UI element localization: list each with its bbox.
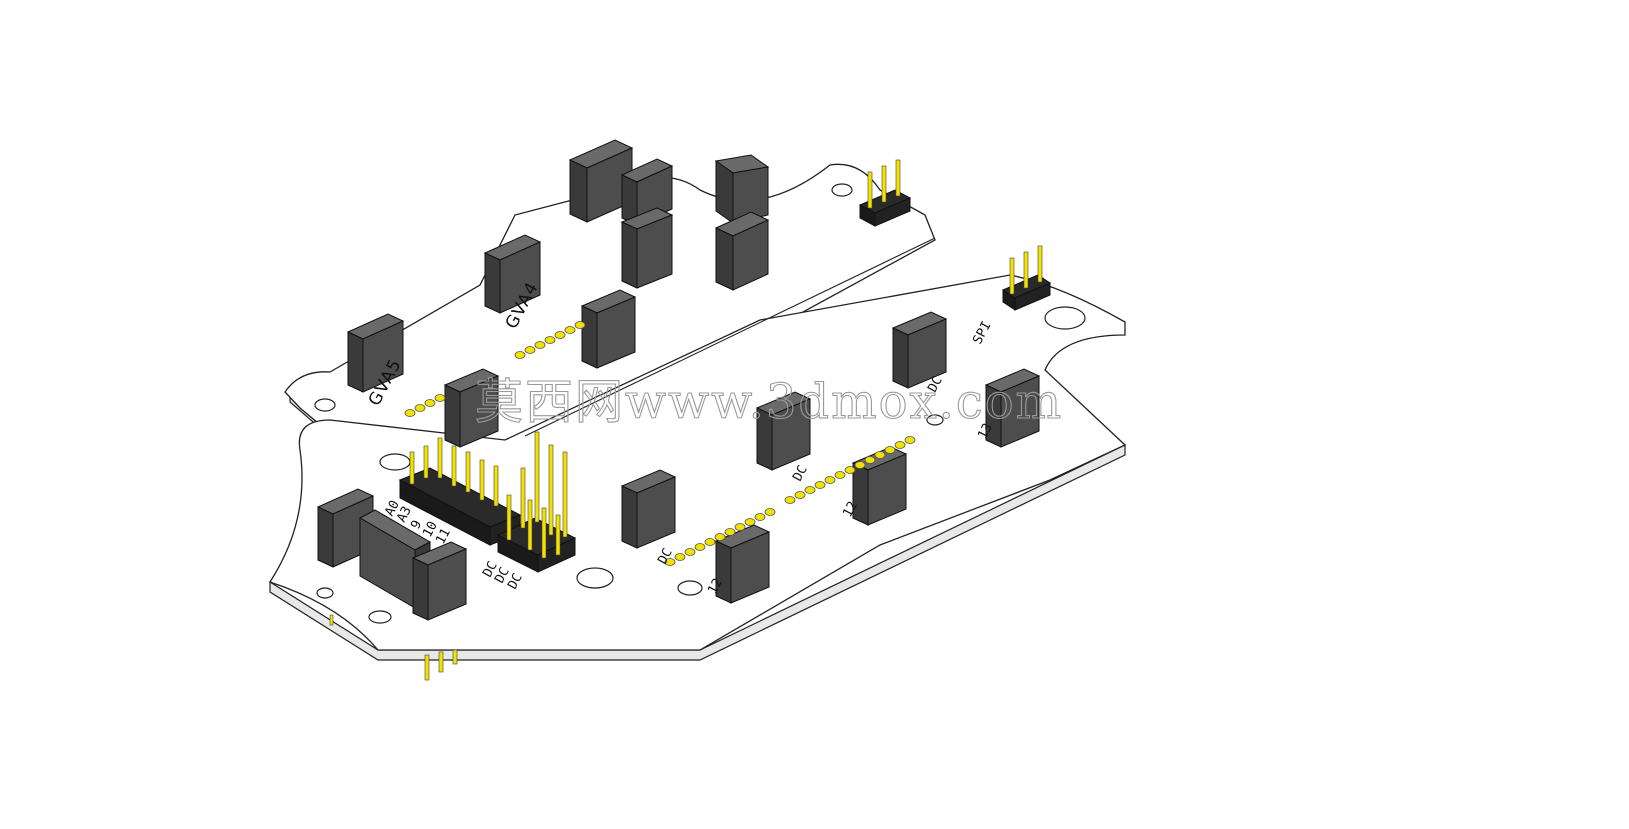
solder-pad (844, 466, 856, 474)
solder-pad (414, 404, 426, 412)
solder-pad (824, 476, 836, 484)
label-11: 11 (433, 526, 454, 547)
female-header (568, 139, 634, 223)
solder-pad (724, 528, 736, 536)
solder-pad (864, 456, 876, 464)
female-headers (316, 139, 1041, 621)
female-header (620, 469, 677, 549)
label-12: 12 (840, 499, 861, 520)
female-header (714, 211, 770, 291)
male-pin-header-top-right (858, 159, 912, 227)
label-dc: DC (925, 374, 946, 395)
female-header (984, 368, 1041, 448)
female-header (891, 311, 948, 389)
female-header (346, 313, 405, 393)
solder-pad (704, 538, 716, 546)
solder-pad (814, 481, 826, 489)
label-dc: DC (492, 565, 513, 586)
label-a3: A3 (394, 504, 415, 525)
bottom-pins (329, 614, 458, 681)
female-header (443, 368, 500, 448)
lower-board-seam (524, 237, 936, 437)
solder-pad (434, 394, 446, 402)
mounting-hole (1044, 306, 1086, 330)
label-13: 13 (975, 421, 996, 442)
solder-pad (784, 496, 796, 504)
mounting-hole (379, 453, 411, 471)
label-10: 10 (420, 519, 441, 540)
solder-pad (874, 451, 886, 459)
solder-pad (694, 543, 706, 551)
solder-pad (664, 558, 676, 566)
solder-pad (564, 326, 576, 334)
mounting-hole (677, 580, 703, 596)
label-dc: DC (480, 559, 501, 580)
solder-pad (884, 446, 896, 454)
female-header (620, 158, 674, 226)
label-dc: DC (790, 463, 811, 484)
solder-pad (734, 523, 746, 531)
female-header (411, 541, 468, 621)
solder-pad (754, 513, 766, 521)
solder-pad (684, 548, 696, 556)
solder-pad (674, 553, 686, 561)
female-header (714, 154, 770, 224)
label-dc: DC (505, 571, 526, 592)
solder-pad (904, 436, 916, 444)
female-header (580, 289, 637, 369)
mounting-holes (314, 183, 1086, 624)
female-header (755, 391, 812, 471)
label-a0: A0 (382, 498, 403, 519)
solder-pad (544, 336, 556, 344)
solder-pad (574, 321, 586, 329)
solder-pad (554, 331, 566, 339)
solder-pad (804, 486, 816, 494)
solder-pad (764, 508, 776, 516)
mounting-hole (831, 183, 853, 197)
solder-pad (744, 518, 756, 526)
female-header (316, 488, 375, 568)
solder-pad (834, 471, 846, 479)
mounting-hole (926, 414, 944, 426)
label-12: 12 (705, 576, 726, 597)
label-dc: DC (655, 546, 676, 567)
female-header (714, 524, 771, 604)
mounting-hole (316, 587, 334, 599)
solder-pad (524, 346, 536, 354)
solder-pad (894, 441, 906, 449)
solder-pad (794, 491, 806, 499)
mounting-hole (368, 610, 392, 624)
mounting-hole (576, 567, 614, 589)
solder-pads (404, 321, 916, 566)
female-header (620, 207, 674, 289)
solder-pad (714, 533, 726, 541)
male-pin-header-spi (1001, 245, 1052, 311)
female-header (483, 234, 542, 314)
solder-pad (404, 409, 416, 417)
solder-pad (854, 461, 866, 469)
solder-pad (424, 399, 436, 407)
mounting-hole (314, 398, 336, 412)
watermark: 莫西网www.3dmox.com (475, 374, 1063, 430)
solder-pad (534, 341, 546, 349)
male-pin-header-block-right (496, 431, 577, 573)
male-pin-header-block-left (398, 437, 522, 546)
solder-pad (514, 351, 526, 359)
